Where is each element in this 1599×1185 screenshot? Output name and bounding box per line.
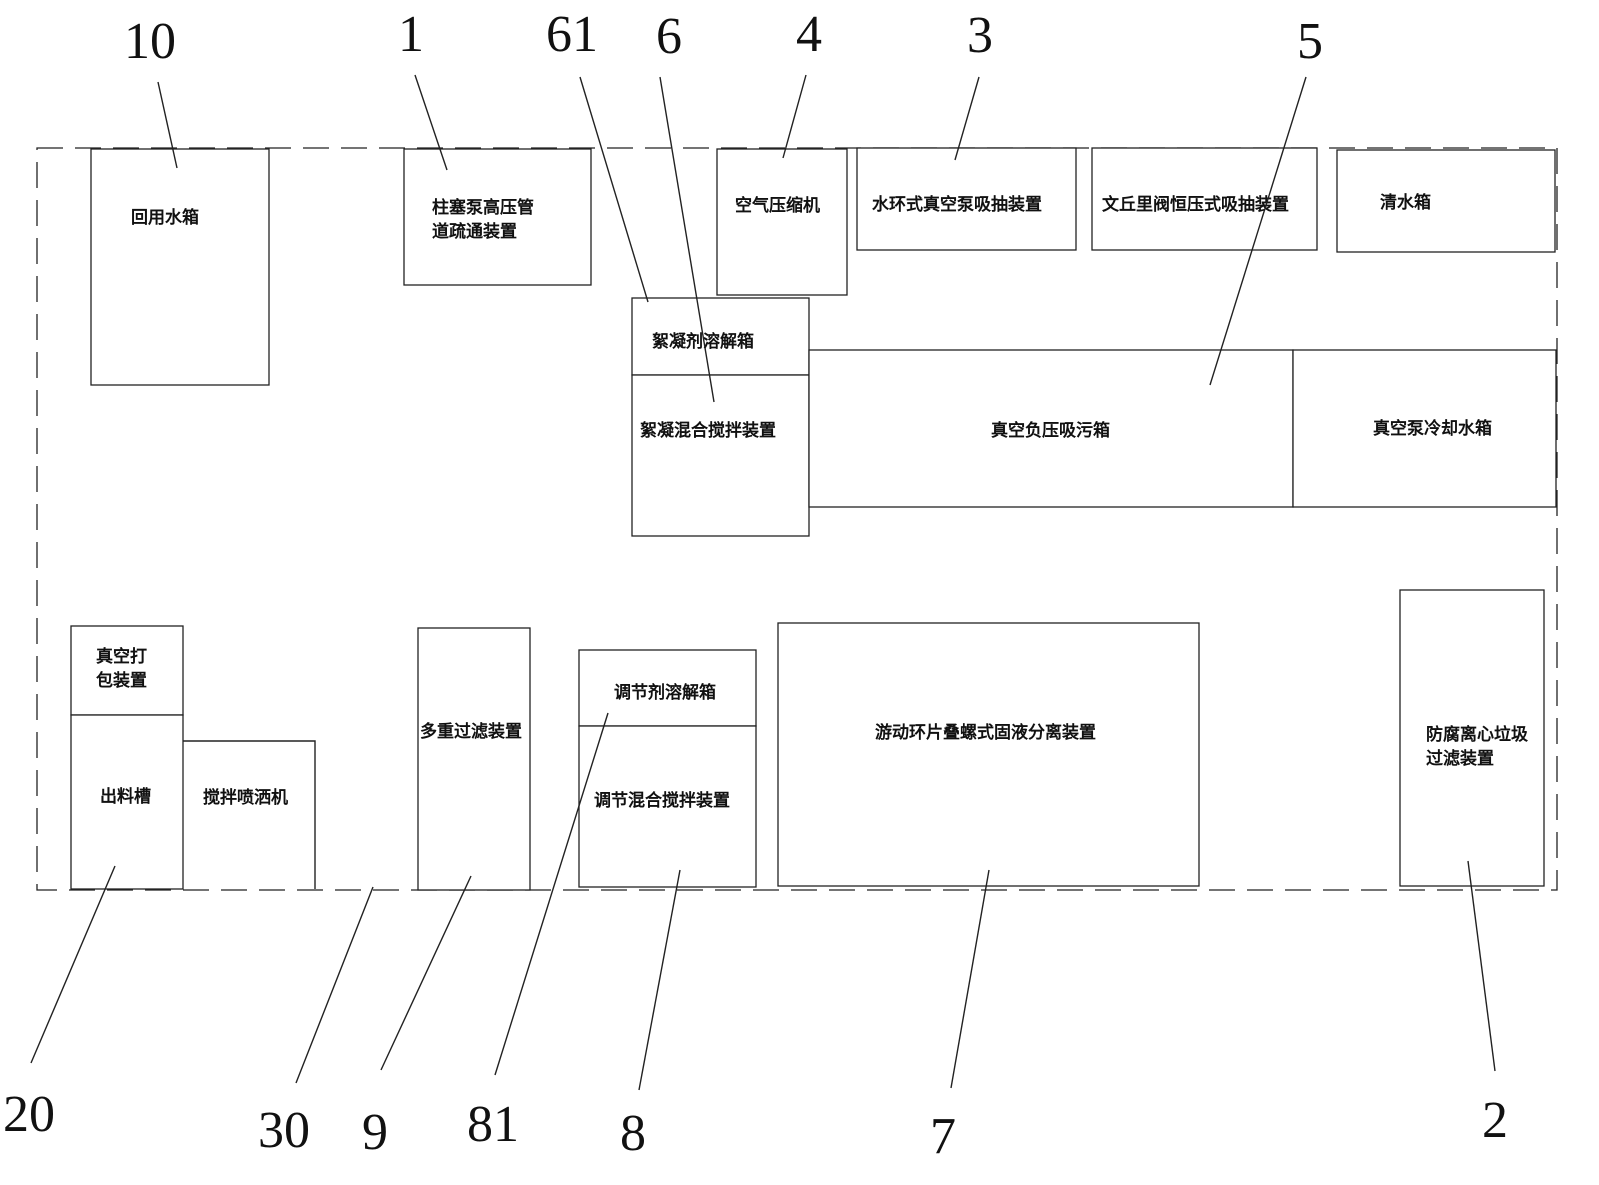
discharge-trough (70, 714, 184, 890)
ref-number-3: 3 (967, 7, 993, 64)
regulator-dissolving-tank-label: 调节剂溶解箱 (614, 682, 716, 703)
leader-line-61 (579, 76, 649, 303)
leader-line-9 (380, 875, 472, 1071)
ref-number-5: 5 (1297, 13, 1323, 70)
leader-line-3 (954, 76, 980, 161)
screw-separator-label: 游动环片叠螺式固液分离装置 (875, 722, 1096, 743)
mixing-sprayer-label: 搅拌喷洒机 (203, 787, 288, 808)
water-ring-vacuum-label: 水环式真空泵吸抽装置 (872, 194, 1042, 215)
regulator-mixing-label: 调节混合搅拌装置 (594, 790, 730, 811)
centrifugal-filter-label-line2: 过滤装置 (1426, 748, 1494, 769)
ref-number-6: 6 (656, 8, 682, 65)
leader-line-6 (659, 76, 715, 403)
vacuum-sewage-tank-label: 真空负压吸污箱 (991, 420, 1110, 441)
centrifugal-filter-label-line1: 防腐离心垃圾 (1426, 724, 1529, 745)
venturi-suction-device (1091, 147, 1318, 251)
flocculation-mixing-label: 絮凝混合搅拌装置 (640, 420, 776, 441)
leader-line-1 (414, 74, 448, 171)
leader-line-4 (782, 74, 807, 159)
leader-line-81 (494, 712, 609, 1076)
ref-number-9: 9 (362, 1104, 388, 1161)
stacked-screw-solid-liquid-separator (777, 622, 1200, 887)
anticorrosion-centrifugal-filter-device (1399, 589, 1545, 887)
vacuum-packing-device (70, 625, 184, 716)
ref-number-81: 81 (467, 1096, 519, 1153)
leader-line-10 (157, 81, 178, 169)
ref-number-30: 30 (258, 1102, 310, 1159)
ref-number-2: 2 (1482, 1092, 1508, 1149)
multi-filter-label: 多重过滤装置 (420, 721, 522, 742)
venturi-suction-label: 文丘里阀恒压式吸抽装置 (1102, 194, 1289, 215)
vehicle-frame-outline (36, 147, 1558, 891)
ref-number-20: 20 (3, 1086, 55, 1143)
ref-number-4: 4 (796, 6, 822, 63)
flocculant-dissolving-tank-label: 絮凝剂溶解箱 (652, 331, 754, 352)
vacuum-pump-cooling-water-tank (1292, 349, 1557, 508)
leader-line-5 (1209, 76, 1307, 386)
ref-number-10: 10 (124, 13, 176, 70)
recycled-water-tank-label: 回用水箱 (131, 207, 199, 228)
air-compressor (716, 148, 848, 296)
plunger-pump-dredging-device (403, 148, 592, 286)
flocculation-mixing-device (631, 374, 810, 537)
leader-line-8 (638, 869, 681, 1091)
ref-number-8: 8 (620, 1105, 646, 1162)
leader-line-20 (30, 865, 116, 1064)
vacuum-pump-cooling-tank-label: 真空泵冷却水箱 (1373, 418, 1492, 439)
ref-number-61: 61 (546, 6, 598, 63)
plunger-pump-label-line2: 道疏通装置 (432, 221, 517, 242)
plunger-pump-label-line1: 柱塞泵高压管 (432, 197, 534, 218)
air-compressor-label: 空气压缩机 (735, 195, 820, 216)
vacuum-packing-label-line2: 包装置 (96, 670, 147, 691)
leader-line-30 (295, 886, 374, 1084)
ref-number-7: 7 (930, 1108, 956, 1165)
mixing-sprayer-outline (183, 740, 316, 889)
discharge-trough-label: 出料槽 (100, 786, 151, 807)
leader-line-7 (950, 869, 990, 1089)
flocculant-dissolving-tank (631, 297, 810, 376)
recycled-water-tank (90, 148, 270, 386)
water-ring-vacuum-suction-device (856, 147, 1077, 251)
multi-stage-filter-device (417, 627, 531, 891)
vacuum-packing-label-line1: 真空打 (96, 646, 147, 667)
leader-line-2 (1467, 860, 1496, 1072)
ref-number-1: 1 (398, 6, 424, 63)
clean-water-tank-label: 清水箱 (1380, 192, 1431, 213)
clean-water-tank (1336, 149, 1556, 253)
